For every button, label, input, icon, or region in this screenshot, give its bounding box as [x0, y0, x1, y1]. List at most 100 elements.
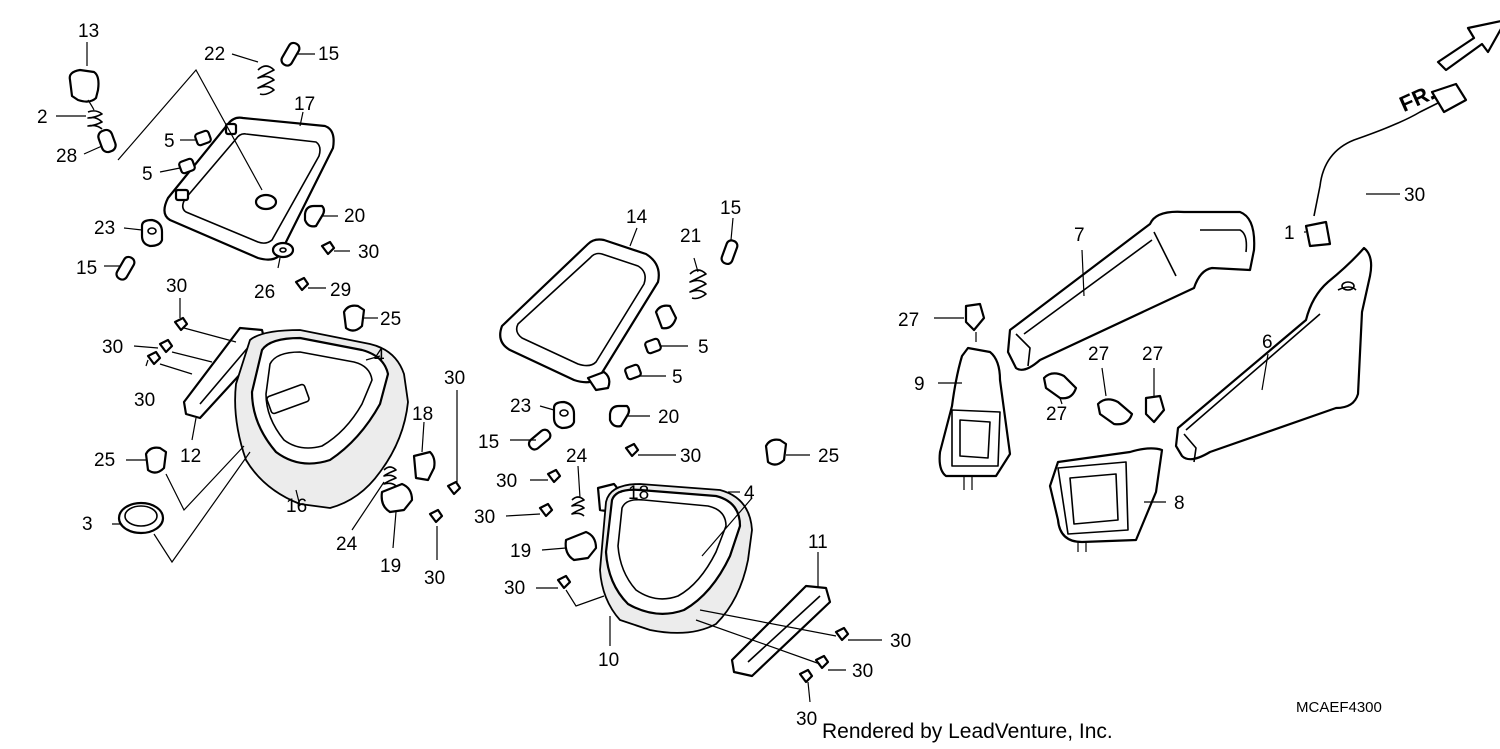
part-19-catch	[380, 482, 414, 514]
callout-6[interactable]: 6	[1262, 332, 1273, 353]
callout-22[interactable]: 22	[204, 44, 225, 65]
callout-1[interactable]: 1	[1284, 223, 1295, 244]
part-23b-collar	[552, 400, 576, 430]
part-11-bracket	[730, 584, 832, 678]
part-21-spring	[689, 269, 707, 300]
part-18-latch	[412, 450, 436, 482]
part-25-clip	[144, 304, 366, 474]
callout-11[interactable]: 11	[808, 532, 828, 553]
screws-center	[538, 442, 850, 684]
part-5c-bush	[624, 337, 662, 381]
part-14-lid	[499, 238, 678, 392]
part-20-bracket	[303, 204, 326, 228]
callout-30[interactable]: 30	[166, 276, 187, 297]
callout-13[interactable]: 13	[78, 21, 99, 42]
part-6-duct	[1174, 246, 1373, 463]
callout-7[interactable]: 7	[1074, 225, 1085, 246]
callout-14[interactable]: 14	[626, 207, 648, 228]
callout-16[interactable]: 16	[286, 496, 307, 517]
render-credit: Rendered by LeadVenture, Inc.	[822, 720, 1113, 743]
callout-27[interactable]: 27	[1142, 344, 1163, 365]
part-28-pin	[97, 128, 117, 154]
callout-30[interactable]: 30	[680, 446, 701, 467]
callout-30[interactable]: 30	[102, 337, 123, 358]
callout-24[interactable]: 24	[336, 534, 358, 555]
callout-23[interactable]: 23	[94, 218, 115, 239]
callout-30[interactable]: 30	[424, 568, 445, 589]
part-17-lid	[163, 116, 335, 261]
leader-lines-right	[934, 193, 1400, 503]
part-25c-clip	[764, 438, 788, 466]
part-27-clips	[964, 302, 1166, 426]
callout-12[interactable]: 12	[180, 446, 201, 467]
callout-20[interactable]: 20	[658, 407, 679, 428]
callout-4[interactable]: 4	[744, 483, 755, 504]
callout-4[interactable]: 4	[374, 346, 385, 367]
callout-27[interactable]: 27	[1046, 404, 1067, 425]
callout-30[interactable]: 30	[474, 507, 495, 528]
leader-lines-left	[56, 42, 458, 564]
callout-30[interactable]: 30	[1404, 185, 1425, 206]
callout-19[interactable]: 19	[510, 541, 531, 562]
callout-17[interactable]: 17	[294, 94, 315, 115]
callout-18[interactable]: 18	[412, 404, 433, 425]
part-3-cap	[117, 501, 165, 535]
part-7-duct	[1006, 210, 1256, 371]
callout-25[interactable]: 25	[818, 446, 839, 467]
callout-25[interactable]: 25	[94, 450, 115, 471]
callout-19[interactable]: 19	[380, 556, 401, 577]
part-5-bush	[178, 129, 212, 175]
direction-label: FR.	[1396, 80, 1439, 117]
callout-5[interactable]: 5	[164, 131, 175, 152]
callout-30[interactable]: 30	[134, 390, 155, 411]
callout-30[interactable]: 30	[444, 368, 465, 389]
callout-15[interactable]: 15	[76, 258, 97, 279]
part-15b-pin	[115, 255, 136, 281]
callout-29[interactable]: 29	[330, 280, 351, 301]
callout-15[interactable]: 15	[318, 44, 339, 65]
part-20b-bracket	[608, 404, 631, 428]
callout-18[interactable]: 18	[628, 483, 649, 504]
callout-23[interactable]: 23	[510, 396, 531, 417]
callout-10[interactable]: 10	[598, 650, 619, 671]
callout-15[interactable]: 15	[478, 432, 499, 453]
callout-30[interactable]: 30	[890, 631, 911, 652]
part-15c-pin	[720, 239, 739, 266]
part-8-duct	[1048, 447, 1164, 552]
part-15-pin	[280, 41, 301, 67]
part-24-spring	[383, 466, 397, 487]
part-9-duct	[938, 346, 1012, 490]
part-23-collar	[140, 218, 164, 248]
callout-5[interactable]: 5	[698, 337, 709, 358]
callout-27[interactable]: 27	[898, 310, 919, 331]
callout-30[interactable]: 30	[496, 471, 517, 492]
callout-30[interactable]: 30	[796, 709, 817, 730]
part-13-cap	[68, 68, 100, 111]
callout-24[interactable]: 24	[566, 446, 588, 467]
callout-27[interactable]: 27	[1088, 344, 1109, 365]
part-24b-spring	[571, 496, 585, 517]
callout-26[interactable]: 26	[254, 282, 275, 303]
part-16-box	[234, 329, 409, 509]
callout-9[interactable]: 9	[914, 374, 925, 395]
callout-2[interactable]: 2	[37, 107, 48, 128]
part-22-spring	[257, 65, 275, 96]
callout-30[interactable]: 30	[852, 661, 873, 682]
callout-5[interactable]: 5	[672, 367, 683, 388]
callout-30[interactable]: 30	[358, 242, 379, 263]
part-2-spring	[87, 110, 103, 130]
part-19b-catch	[564, 530, 598, 562]
callout-28[interactable]: 28	[56, 146, 77, 167]
callout-21[interactable]: 21	[680, 226, 701, 247]
callout-15[interactable]: 15	[720, 198, 741, 219]
callout-3[interactable]: 3	[82, 514, 93, 535]
callout-8[interactable]: 8	[1174, 493, 1185, 514]
callout-20[interactable]: 20	[344, 206, 365, 227]
callouts: 13 2 28 22 15 17 5 5 23 15 20 30 26 29 3…	[37, 21, 1425, 730]
part-1-sensor	[1304, 82, 1468, 248]
callout-25[interactable]: 25	[380, 309, 401, 330]
callout-5[interactable]: 5	[142, 164, 153, 185]
callout-30[interactable]: 30	[504, 578, 525, 599]
screws-left	[146, 240, 462, 524]
